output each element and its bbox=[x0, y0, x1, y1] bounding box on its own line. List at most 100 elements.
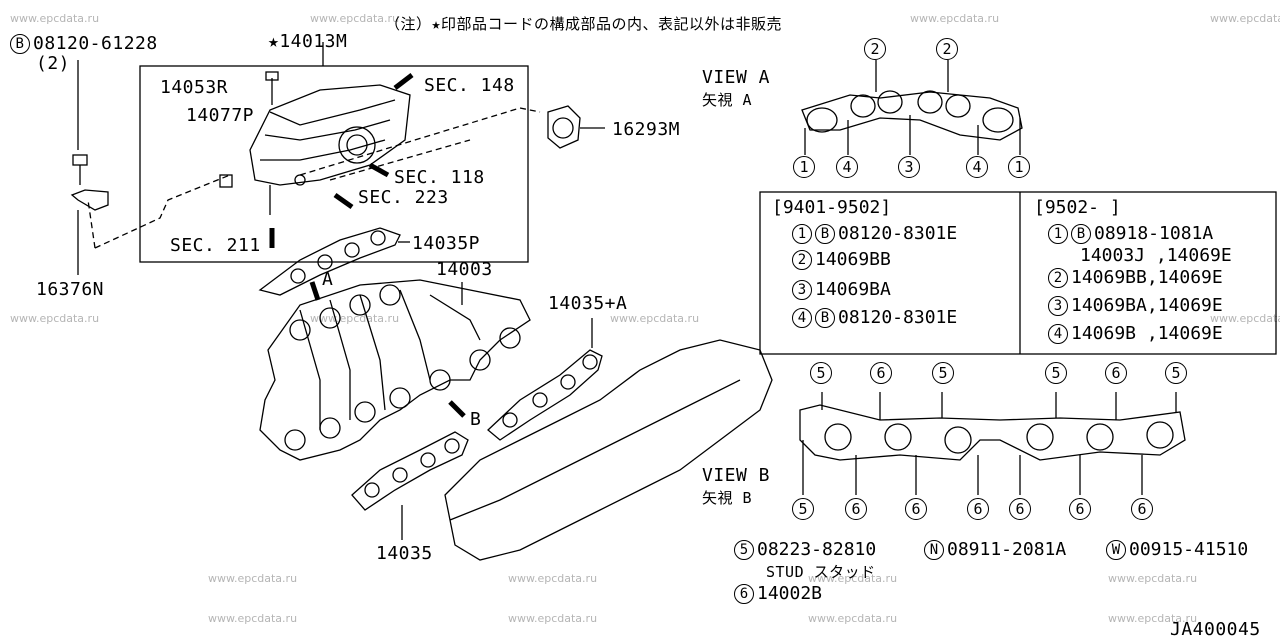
watermark: www.epcdata.ru bbox=[10, 312, 100, 325]
sec-148: SEC. 148 bbox=[424, 75, 515, 96]
diagram-code: JA400045 bbox=[1170, 619, 1261, 640]
watermark: www.epcdata.ru bbox=[1210, 12, 1280, 25]
row-text: 14003J ,14069E bbox=[1080, 245, 1232, 266]
table-right-row: 14003J ,14069E bbox=[1080, 246, 1232, 266]
part-16376N: 16376N bbox=[36, 279, 105, 300]
row-num: 1 bbox=[792, 224, 812, 244]
arrow-b-label: B bbox=[470, 409, 482, 430]
legend-stud-label: STUD スタッド bbox=[766, 563, 876, 581]
view-a-callout: 1 bbox=[793, 156, 815, 178]
arrow-a-label: A bbox=[322, 269, 334, 290]
row-num: 3 bbox=[1048, 296, 1068, 316]
view-a-callout: 1 bbox=[1008, 156, 1030, 178]
view-b-callout: 6 bbox=[1009, 498, 1031, 520]
row-sym: B bbox=[815, 224, 835, 244]
watermark: www.epcdata.ru bbox=[808, 572, 898, 585]
row-num: 4 bbox=[1048, 324, 1068, 344]
row-num: 1 bbox=[1048, 224, 1068, 244]
watermark: www.epcdata.ru bbox=[508, 612, 598, 625]
bolt-part-number: 08120-61228 bbox=[33, 33, 158, 54]
view-a-subtitle: 矢視 A bbox=[702, 91, 753, 109]
row-num: 2 bbox=[792, 250, 812, 270]
view-b-callout: 6 bbox=[905, 498, 927, 520]
part-14003: 14003 bbox=[436, 259, 493, 280]
view-a-callout: 4 bbox=[966, 156, 988, 178]
part-14035A: 14035+A bbox=[548, 293, 628, 314]
row-text: 08120-8301E bbox=[838, 223, 958, 244]
view-b-callout: 5 bbox=[792, 498, 814, 520]
part-16293M: 16293M bbox=[612, 119, 681, 140]
part-14013M: ★14013M bbox=[268, 31, 348, 52]
row-sym: B bbox=[1071, 224, 1091, 244]
view-a-callout: 3 bbox=[898, 156, 920, 178]
sec-118: SEC. 118 bbox=[394, 167, 485, 188]
legend-sym: W bbox=[1106, 540, 1126, 560]
legend-num: 6 bbox=[734, 584, 754, 604]
parts-table-box bbox=[759, 191, 1277, 355]
watermark: www.epcdata.ru bbox=[1210, 312, 1280, 325]
watermark: www.epcdata.ru bbox=[910, 12, 1000, 25]
part-14053R: 14053R bbox=[160, 77, 229, 98]
row-text: 14069B ,14069E bbox=[1071, 323, 1223, 344]
legend-part: 08223-82810 bbox=[757, 539, 877, 560]
legend-num: 5 bbox=[734, 540, 754, 560]
legend-sym: N bbox=[924, 540, 944, 560]
legend-part: 08911-2081A bbox=[947, 539, 1067, 560]
part-14077P: 14077P bbox=[186, 105, 255, 126]
watermark: www.epcdata.ru bbox=[310, 12, 400, 25]
watermark: www.epcdata.ru bbox=[610, 312, 700, 325]
assembly-box bbox=[139, 65, 529, 263]
sec-223: SEC. 223 bbox=[358, 187, 449, 208]
watermark: www.epcdata.ru bbox=[310, 312, 400, 325]
view-b-callout: 6 bbox=[967, 498, 989, 520]
row-text: 14069BA bbox=[815, 279, 891, 300]
view-b-callout: 6 bbox=[870, 362, 892, 384]
watermark: www.epcdata.ru bbox=[808, 612, 898, 625]
row-text: 08918-1081A bbox=[1094, 223, 1214, 244]
view-b-callout: 6 bbox=[1131, 498, 1153, 520]
bolt-symbol: B bbox=[10, 34, 30, 54]
view-b-title: VIEW B bbox=[702, 465, 771, 486]
view-b-subtitle: 矢視 B bbox=[702, 489, 753, 507]
legend-part: 14002B bbox=[757, 583, 823, 604]
watermark: www.epcdata.ru bbox=[208, 612, 298, 625]
view-b-callout: 6 bbox=[1069, 498, 1091, 520]
table-left-header: [9401-9502] bbox=[772, 197, 892, 218]
sec-211: SEC. 211 bbox=[170, 235, 261, 256]
legend-part: 00915-41510 bbox=[1129, 539, 1249, 560]
watermark: www.epcdata.ru bbox=[1108, 572, 1198, 585]
view-b-callout: 5 bbox=[1165, 362, 1187, 384]
watermark: www.epcdata.ru bbox=[1108, 612, 1198, 625]
row-sym: B bbox=[815, 308, 835, 328]
view-a-title: VIEW A bbox=[702, 67, 771, 88]
part-14035P: 14035P bbox=[412, 233, 481, 254]
row-text: 14069BA,14069E bbox=[1071, 295, 1223, 316]
row-text: 14069BB bbox=[815, 249, 891, 270]
note-text: （注）★印部品コードの構成部品の内、表記以外は非販売 bbox=[385, 15, 783, 33]
table-right-header: [9502- ] bbox=[1034, 197, 1121, 218]
view-b-callout: 5 bbox=[932, 362, 954, 384]
row-text: 14069BB,14069E bbox=[1071, 267, 1223, 288]
view-b-callout: 6 bbox=[845, 498, 867, 520]
view-a-callout: 4 bbox=[836, 156, 858, 178]
row-num: 3 bbox=[792, 280, 812, 300]
view-b-callout: 5 bbox=[1045, 362, 1067, 384]
view-a-callout: 2 bbox=[864, 38, 886, 60]
bolt-qty: (2) bbox=[36, 53, 71, 74]
watermark: www.epcdata.ru bbox=[10, 12, 100, 25]
watermark: www.epcdata.ru bbox=[508, 572, 598, 585]
view-a-callout: 2 bbox=[936, 38, 958, 60]
